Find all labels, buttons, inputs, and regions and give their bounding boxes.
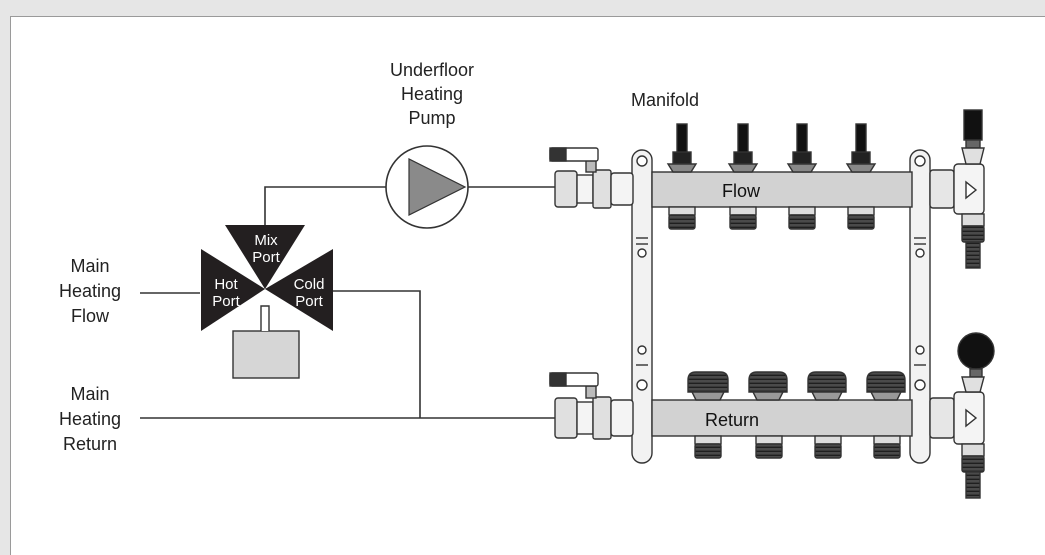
right-bracket bbox=[909, 149, 931, 464]
flow-meter-2 bbox=[727, 123, 759, 173]
return-label-line1: Main bbox=[70, 384, 109, 404]
flow-outlet-1 bbox=[668, 206, 696, 230]
valve-actuator-box bbox=[232, 330, 300, 379]
mixing-valve: Mix Port Hot Port Cold Port bbox=[201, 225, 333, 379]
main-heating-return-label: Main Heating Return bbox=[59, 384, 121, 454]
flow-end-fitting bbox=[929, 109, 985, 269]
cold-port-label-2: Port bbox=[295, 293, 323, 310]
valve-stem bbox=[260, 305, 270, 331]
return-bar bbox=[651, 399, 913, 437]
manifold: Manifold bbox=[549, 90, 995, 499]
flow-meter-1 bbox=[666, 123, 698, 173]
return-end-fitting bbox=[929, 332, 995, 499]
flow-meter-4 bbox=[845, 123, 877, 173]
hot-port-label-2: Port bbox=[212, 293, 240, 310]
flow-outlet-4 bbox=[847, 206, 875, 230]
flow-meter-3 bbox=[786, 123, 818, 173]
return-outlet-1 bbox=[694, 435, 722, 459]
cold-port-label-1: Cold bbox=[294, 276, 325, 293]
flow-label-line3: Flow bbox=[71, 306, 110, 326]
return-outlet-2 bbox=[755, 435, 783, 459]
return-label-line2: Heating bbox=[59, 409, 121, 429]
pump-label-line3: Pump bbox=[408, 108, 455, 128]
return-bar-label: Return bbox=[705, 410, 759, 430]
return-isolation-valve bbox=[549, 372, 634, 440]
flow-isolation-valve bbox=[549, 147, 634, 209]
bracket-details bbox=[636, 155, 926, 391]
return-valve-cap-3 bbox=[807, 371, 847, 401]
main-heating-flow-label: Main Heating Flow bbox=[59, 256, 121, 326]
hot-port bbox=[201, 249, 265, 331]
return-valve-cap-2 bbox=[748, 371, 788, 401]
flow-outlet-3 bbox=[788, 206, 816, 230]
flow-bar-label: Flow bbox=[722, 181, 761, 201]
pump-label-line1: Underfloor bbox=[390, 60, 474, 80]
flow-label-line1: Main bbox=[70, 256, 109, 276]
mix-to-pump-pipe bbox=[264, 186, 386, 225]
diagram-canvas bbox=[10, 16, 1045, 555]
return-valve-cap-1 bbox=[687, 371, 729, 401]
left-bracket bbox=[631, 149, 653, 464]
underfloor-heating-pump: Underfloor Heating Pump bbox=[385, 60, 474, 229]
mix-port-label-2: Port bbox=[252, 249, 280, 266]
return-outlet-3 bbox=[814, 435, 842, 459]
flow-outlet-2 bbox=[729, 206, 757, 230]
pipe-network bbox=[140, 186, 555, 419]
mix-port-label-1: Mix bbox=[254, 232, 278, 249]
flow-label-line2: Heating bbox=[59, 281, 121, 301]
manifold-label: Manifold bbox=[631, 90, 699, 110]
hot-port-label-1: Hot bbox=[214, 276, 238, 293]
cold-port bbox=[265, 249, 333, 331]
pump-label-line2: Heating bbox=[401, 84, 463, 104]
return-label-line3: Return bbox=[63, 434, 117, 454]
cold-port-bypass-pipe bbox=[333, 290, 421, 418]
return-valve-cap-4 bbox=[866, 371, 906, 401]
flow-bar bbox=[651, 171, 913, 208]
return-outlet-4 bbox=[873, 435, 901, 459]
pump-direction-triangle bbox=[408, 158, 467, 216]
mix-port bbox=[225, 225, 305, 289]
